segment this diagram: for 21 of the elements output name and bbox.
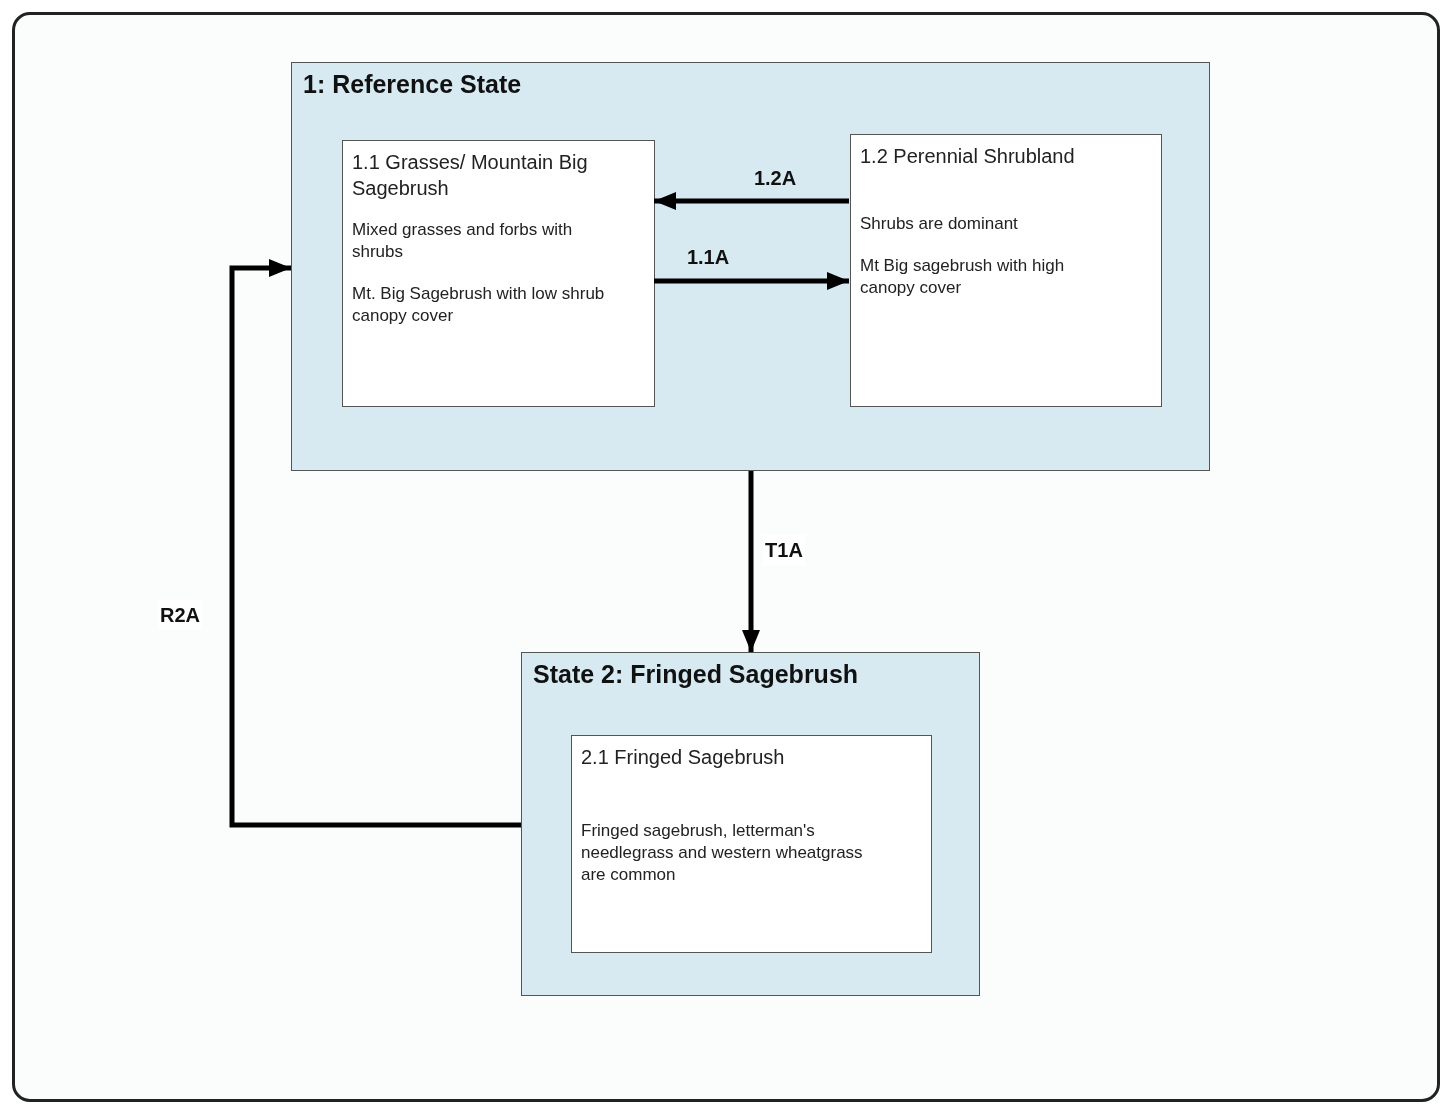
community-title: 1.2 Perennial Shrubland <box>860 144 1076 169</box>
state-title: 1: Reference State <box>303 69 522 100</box>
state-box <box>291 62 1210 471</box>
edge-label: T1A <box>763 535 805 565</box>
community-title: 1.1 Grasses/ Mountain Big Sagebrush <box>352 150 589 201</box>
community-box <box>342 140 655 407</box>
community-description: Shrubs are dominant <box>860 213 1019 235</box>
community-title: 2.1 Fringed Sagebrush <box>581 745 786 770</box>
state-box <box>521 652 980 996</box>
community-box <box>571 735 932 953</box>
community-box <box>850 134 1162 407</box>
arrow <box>742 471 760 652</box>
arrow <box>229 259 521 828</box>
state-title: State 2: Fringed Sagebrush <box>533 659 859 690</box>
edge-label: R2A <box>158 600 202 630</box>
community-description: Mixed grasses and forbs with shrubs <box>352 219 574 264</box>
arrow <box>654 192 849 210</box>
arrow <box>654 272 849 290</box>
community-description: Fringed sagebrush, letterman's needlegrass and western wheatgrass are common <box>581 820 864 887</box>
community-description: Mt. Big Sagebrush with low shrub canopy cover <box>352 283 606 328</box>
community-description: Mt Big sagebrush with high canopy cover <box>860 255 1066 300</box>
